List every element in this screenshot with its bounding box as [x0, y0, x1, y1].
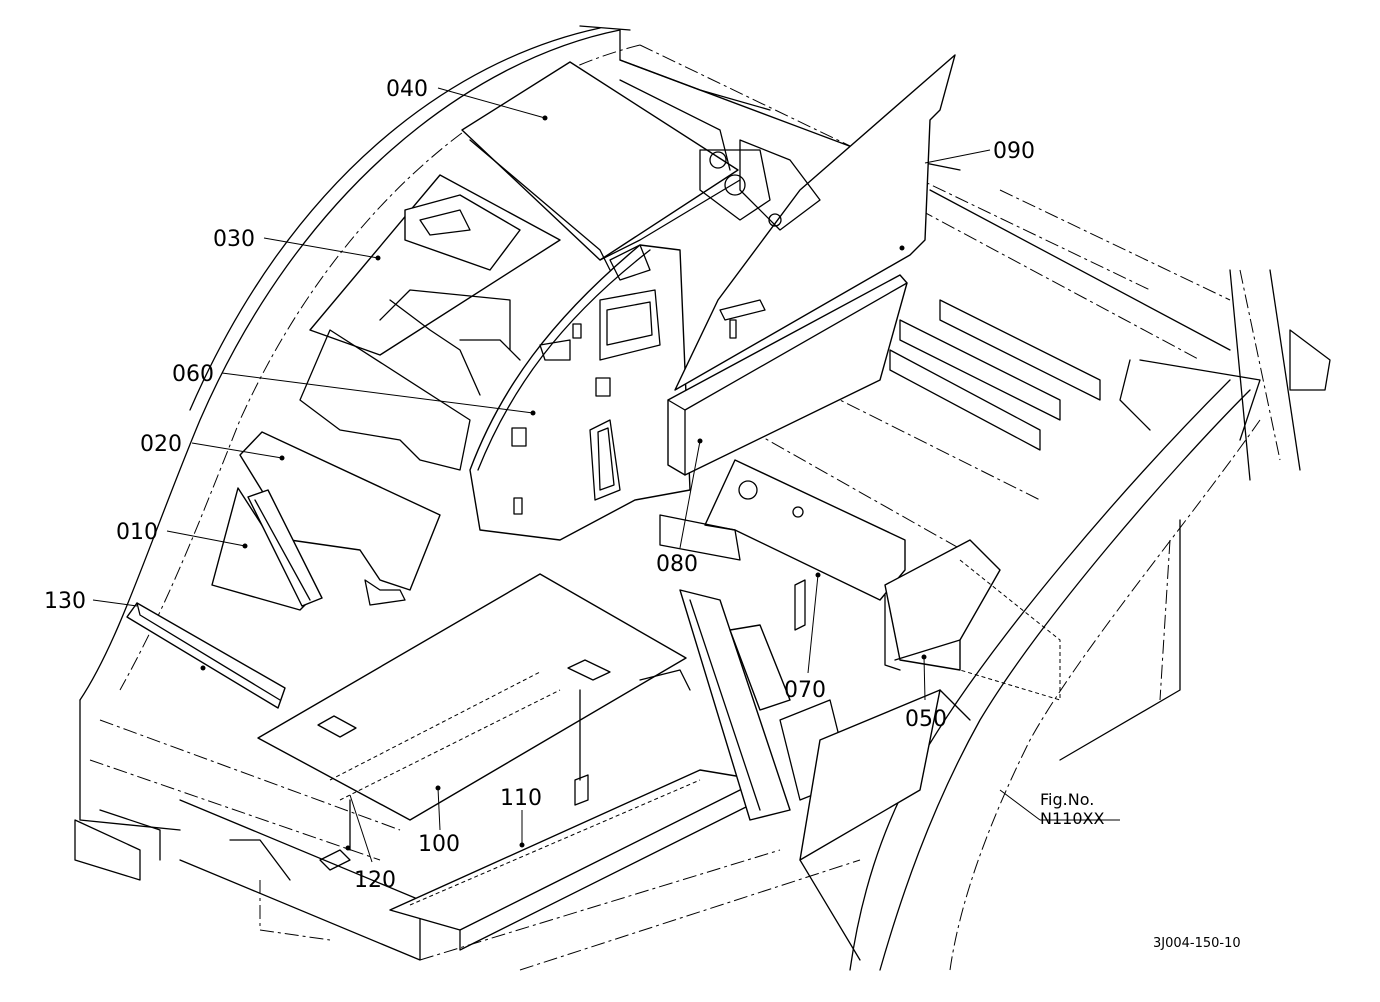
part-120-bracket — [319, 799, 351, 871]
label-050: 050 — [905, 707, 947, 732]
part-labels: 040 030 060 020 010 130 090 080 070 050 … — [44, 77, 1035, 893]
part-080-panel — [667, 274, 908, 476]
label-100: 100 — [418, 832, 460, 857]
part-040-panel — [461, 61, 771, 271]
label-010: 010 — [116, 520, 158, 545]
figure-reference: Fig.No. N110XX — [1040, 790, 1104, 828]
label-030: 030 — [213, 227, 255, 252]
part-090-panel — [674, 54, 956, 391]
part-030-panel — [309, 174, 561, 396]
leader-lines — [92, 87, 1120, 863]
drawing-code: 3J004-150-10 — [1153, 936, 1241, 951]
label-070: 070 — [784, 678, 826, 703]
label-090: 090 — [993, 139, 1035, 164]
part-050-bracket — [884, 539, 1061, 701]
label-080: 080 — [656, 552, 698, 577]
part-010-panel — [211, 487, 323, 611]
figure-ref-line2: N110XX — [1040, 809, 1104, 828]
part-130-block — [126, 602, 286, 709]
label-020: 020 — [140, 432, 182, 457]
label-120: 120 — [354, 868, 396, 893]
figure-ref-line1: Fig.No. — [1040, 790, 1094, 809]
cab-frame — [74, 25, 1331, 971]
label-060: 060 — [172, 362, 214, 387]
label-040: 040 — [386, 77, 428, 102]
part-060-panel — [469, 244, 691, 541]
part-100-mat — [257, 573, 691, 821]
label-110: 110 — [500, 786, 542, 811]
label-130: 130 — [44, 589, 86, 614]
part-070-panel — [659, 459, 906, 631]
